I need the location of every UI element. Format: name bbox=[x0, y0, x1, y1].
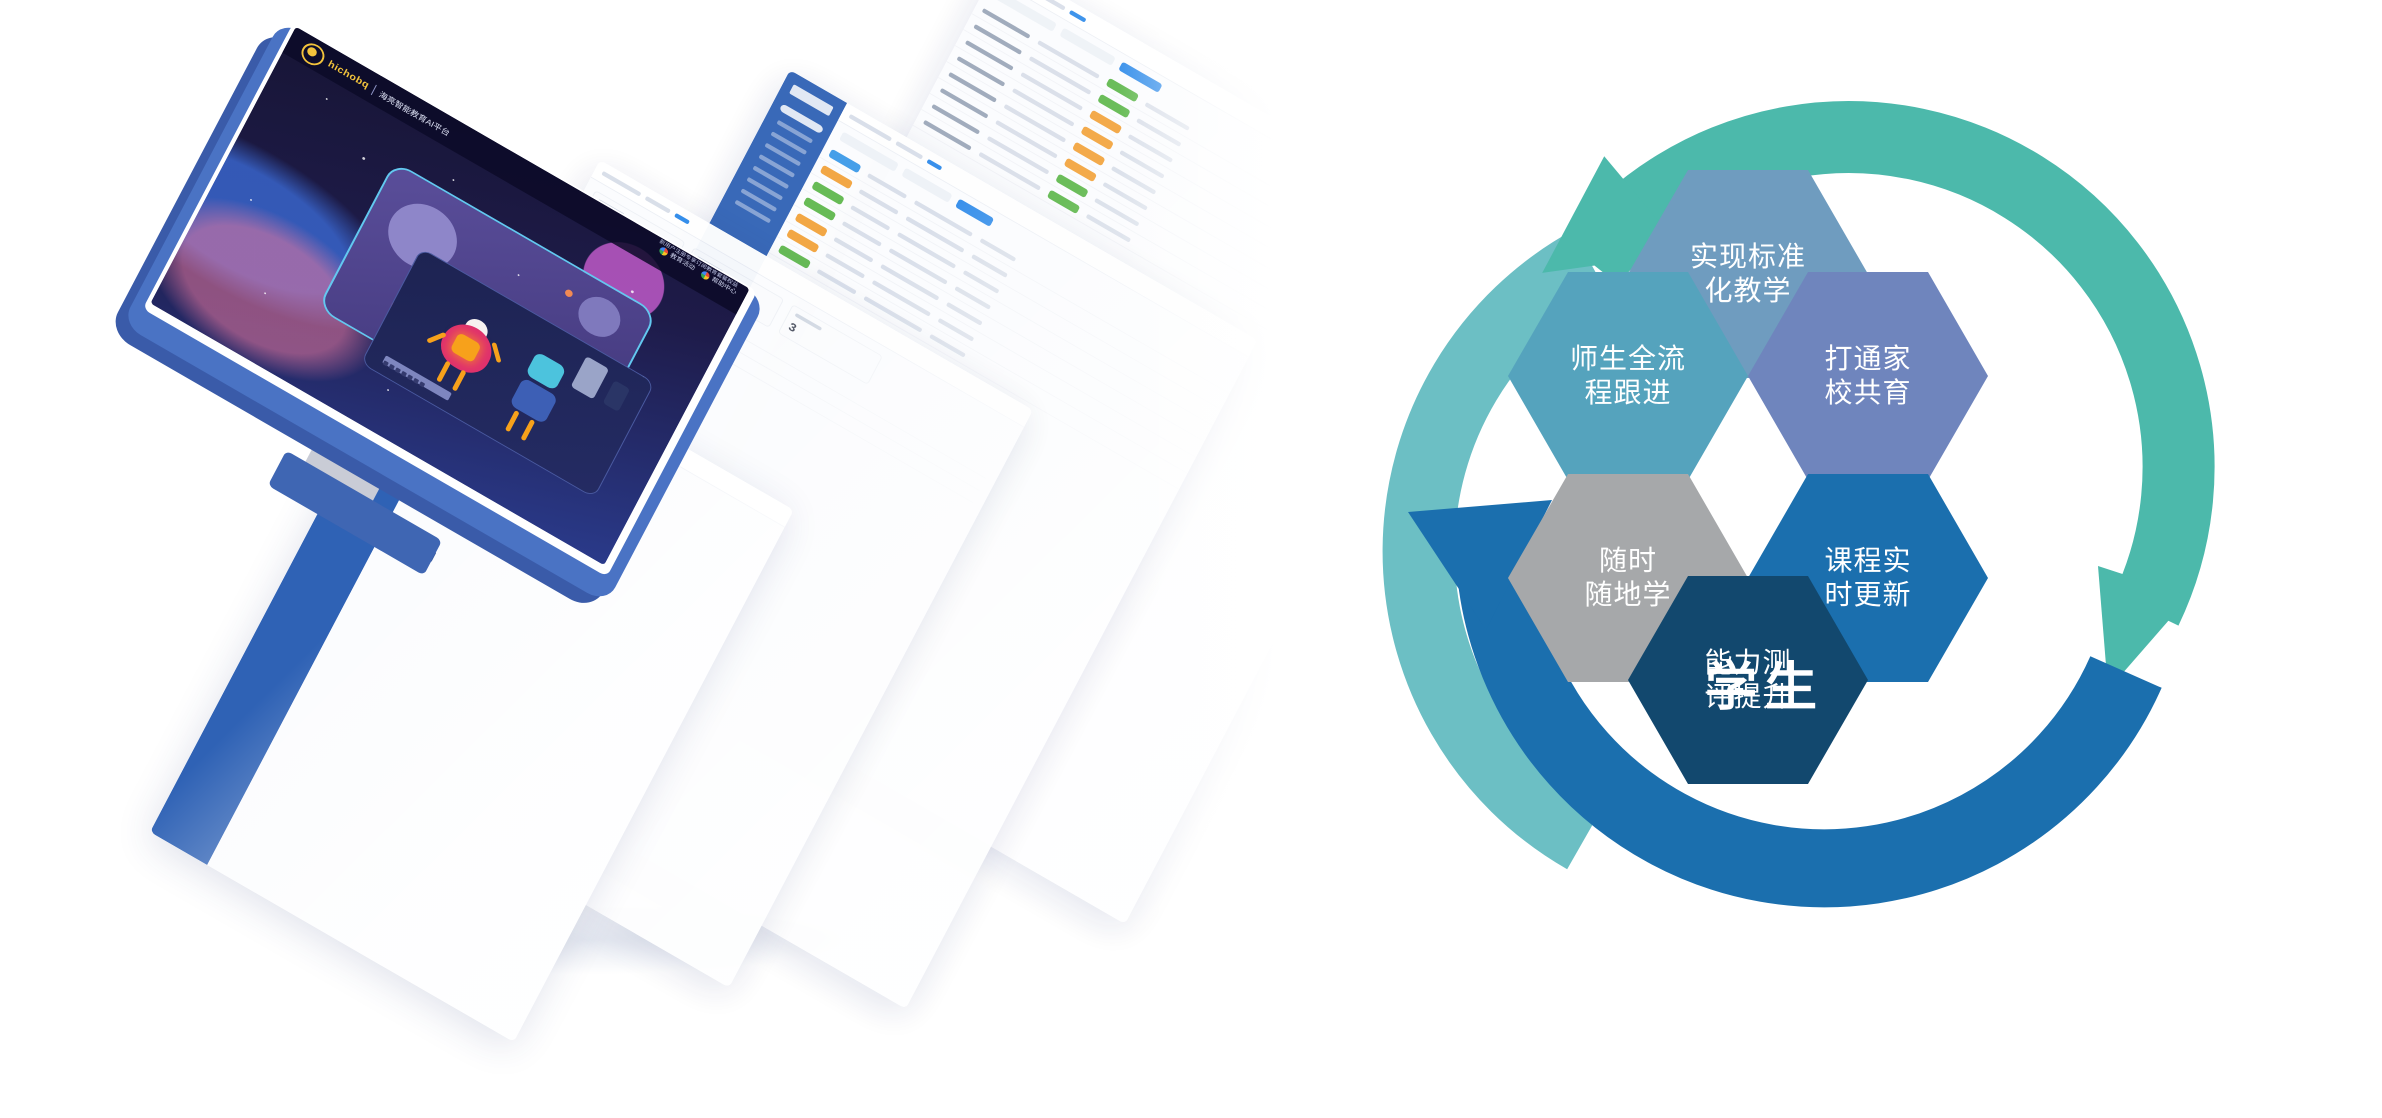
hex-ability-assessment[interactable] bbox=[1628, 576, 1868, 784]
brand-subtitle: 海亮智能教育AI平台 bbox=[377, 89, 452, 138]
arrow-head-left bbox=[1408, 500, 1552, 630]
cycle-diagram-svg bbox=[1382, 101, 2215, 908]
hex-full-process-tracking[interactable] bbox=[1508, 272, 1748, 480]
brand-divider bbox=[371, 84, 378, 95]
screen-top-caption: 新用户注册专享订阅教育套餐权益 bbox=[658, 239, 739, 289]
screen-top-links[interactable]: 教育活动 帮助中心 bbox=[658, 245, 738, 297]
product-mockup-illustration: 27 3 3 bbox=[0, 0, 1290, 1118]
arc-label-student: 学生 bbox=[1705, 659, 1826, 717]
robot-face-icon bbox=[449, 332, 482, 364]
hexagon-cluster bbox=[1508, 170, 1988, 784]
brand-mark-icon bbox=[297, 39, 329, 70]
arc-student bbox=[1408, 500, 2162, 908]
arrow-head-right bbox=[2098, 566, 2190, 690]
education-cycle-diagram: 实现标准 化教学 打通家 校共育 师生全流 程跟进 课程实 时更新 随时 随地学… bbox=[1290, 0, 2382, 1118]
hex-home-school-link[interactable] bbox=[1748, 272, 1988, 480]
robot-character-secondary bbox=[504, 351, 572, 442]
desktop-monitor: hichobq 海亮智能教育AI平台 教育活动 帮助中心 bbox=[60, 20, 767, 760]
screen-brand: hichobq 海亮智能教育AI平台 bbox=[297, 39, 455, 142]
left-visual-fade bbox=[1120, 0, 1290, 1118]
planet-small-icon bbox=[571, 289, 628, 345]
arc-teacher bbox=[1382, 230, 1608, 870]
robot-character bbox=[426, 314, 502, 392]
